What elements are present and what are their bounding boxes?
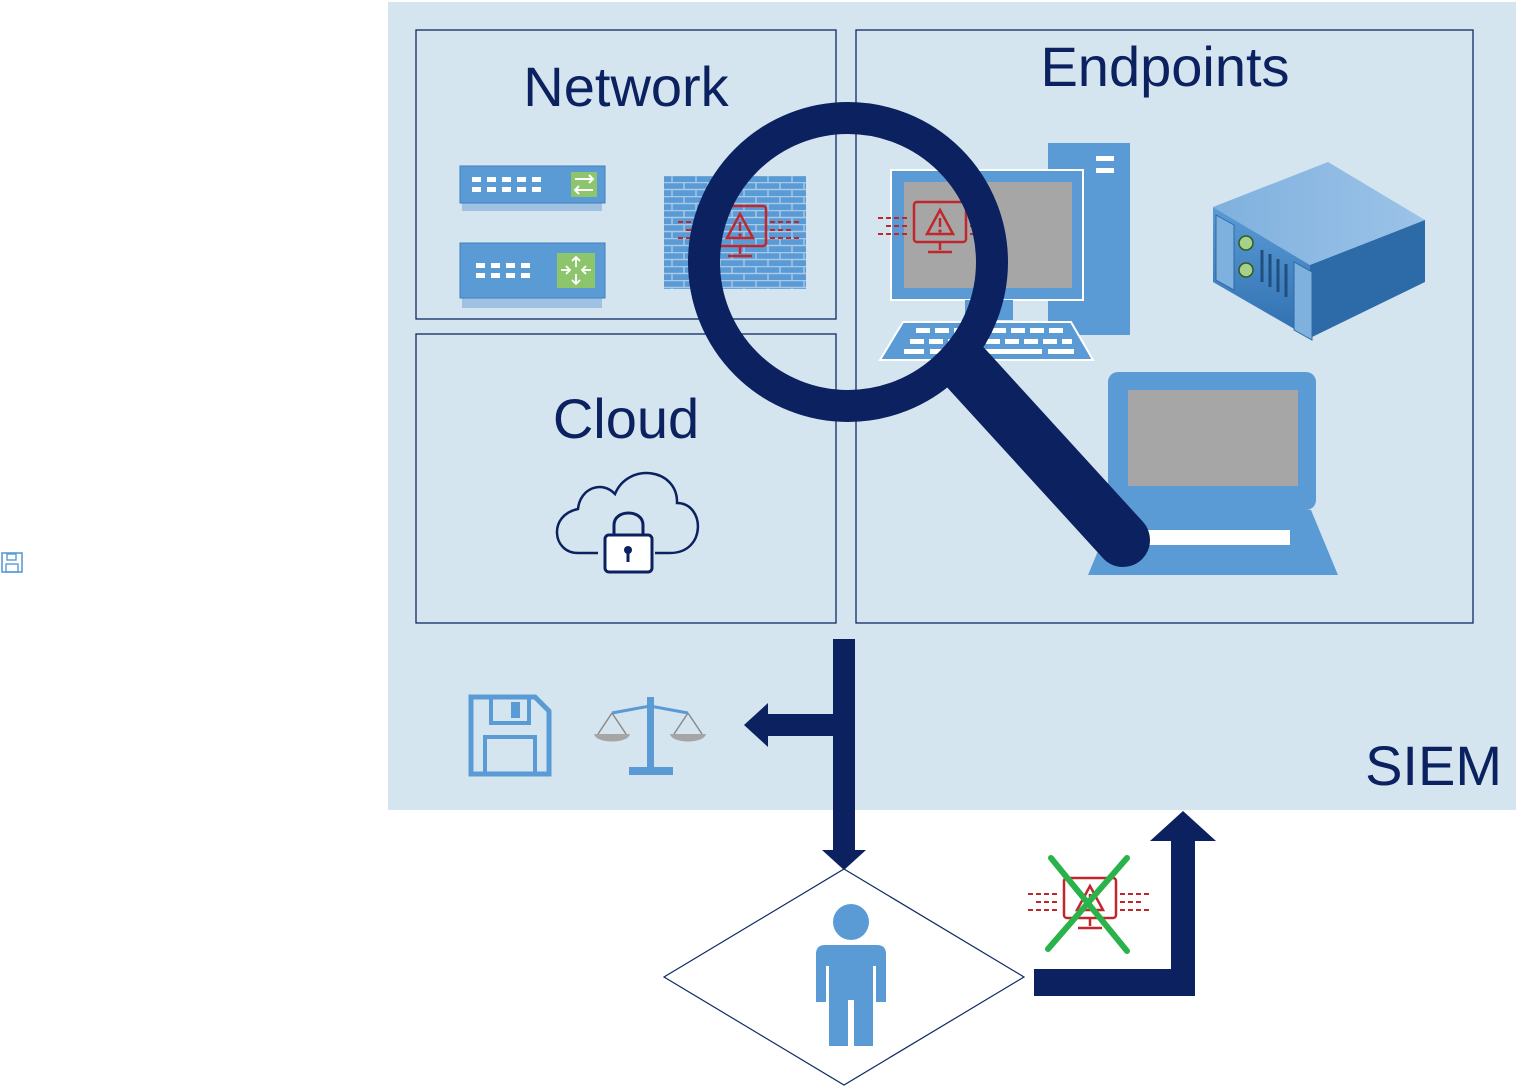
- return-arrow: [1034, 811, 1216, 996]
- network-box: [415, 29, 837, 320]
- cloud-box: [415, 333, 837, 624]
- down-arrow: [822, 639, 866, 870]
- person-icon: [816, 904, 886, 1046]
- floppy-disk-icon: [468, 694, 552, 777]
- left-arrow: [744, 703, 833, 747]
- save-icon: [1, 552, 23, 573]
- dismissed-alert-icon: [1026, 855, 1154, 954]
- cloud-label: Cloud: [553, 387, 699, 450]
- rack-server-icon: [1213, 162, 1425, 341]
- balance-scale-icon: [594, 697, 706, 775]
- network-switch-icon: [459, 165, 606, 211]
- network-router-icon: [459, 242, 606, 308]
- network-label: Network: [523, 55, 729, 118]
- endpoints-label: Endpoints: [1040, 35, 1289, 98]
- magnifying-glass-icon: [688, 102, 1150, 567]
- cloud-lock-icon: [555, 471, 700, 574]
- siem-label: SIEM: [1365, 734, 1502, 797]
- endpoints-box: [855, 29, 1474, 624]
- laptop-icon: [1088, 372, 1338, 575]
- siem-panel: [388, 2, 1516, 810]
